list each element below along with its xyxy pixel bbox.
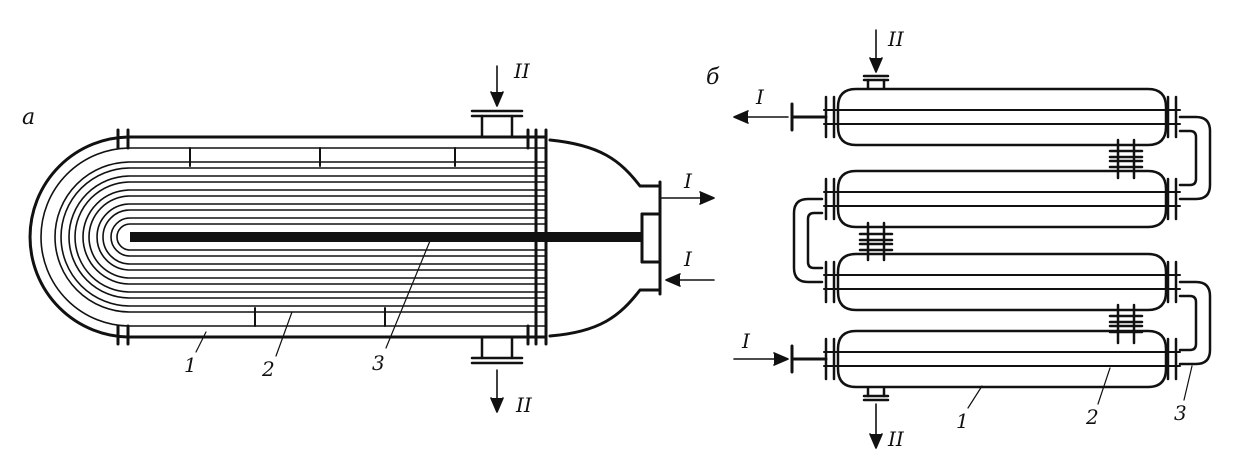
flow-b-i-in-label: I [741, 329, 751, 353]
shell-connectors [858, 138, 1144, 345]
u-tube [54, 161, 546, 313]
baffles [189, 147, 456, 327]
panel-a-letter: а [22, 105, 35, 130]
callout-leaders-b [967, 365, 1193, 409]
flow-b-ii-in-arrow [869, 29, 883, 73]
flow-b-i-in-arrow [733, 352, 789, 366]
outer-shell [836, 252, 1168, 312]
exchanger-section [823, 329, 1181, 389]
u-tube [68, 175, 546, 299]
outer-shell [836, 329, 1168, 389]
exchanger-section [823, 252, 1181, 312]
callout-a-2: 2 [261, 357, 275, 381]
callout-a-3: 3 [372, 351, 385, 375]
flow-b-ii-in-label: II [887, 27, 905, 51]
flow-b-i-out-arrow [733, 110, 789, 124]
flow-b-ii-out-label: II [887, 427, 905, 451]
u-tube-bundle [54, 161, 546, 313]
u-tube [96, 203, 546, 271]
outer-shell [836, 169, 1168, 229]
exchanger-sections [823, 87, 1181, 389]
nozzle-top [470, 109, 524, 139]
callout-b-3: 3 [1174, 401, 1187, 425]
callout-b-2: 2 [1085, 405, 1099, 429]
flow-i-out-arrow [661, 191, 715, 205]
inner-pipe-ends [790, 102, 828, 374]
callout-a-1: 1 [184, 353, 197, 377]
panel-b: б [706, 27, 1212, 451]
flow-ii-out-arrow [490, 369, 504, 413]
nozzle-bottom [470, 335, 524, 365]
flow-ii-in-arrow [490, 65, 504, 107]
u-tube [88, 195, 546, 279]
panel-b-letter: б [706, 65, 720, 90]
return-bends [792, 115, 1212, 366]
u-tube [102, 209, 546, 265]
u-tube [116, 223, 546, 251]
flow-ii-out-label: II [515, 393, 533, 417]
shell [28, 135, 547, 339]
shell-nozzle-top [862, 74, 890, 90]
flow-b-ii-out-arrow [869, 403, 883, 449]
shell-nozzle-bottom [862, 386, 890, 402]
flow-b-i-out-label: I [755, 85, 765, 109]
central-tie-rod [130, 232, 642, 242]
outer-shell [836, 87, 1168, 147]
flow-i-out-label: I [683, 169, 693, 193]
callout-b-1: 1 [956, 409, 969, 433]
flow-i-in-arrow [665, 273, 715, 287]
shell-flange-left [116, 128, 130, 346]
panel-a: а [22, 59, 715, 417]
u-tube [60, 167, 546, 307]
flow-ii-in-label: II [513, 59, 531, 83]
u-tube [110, 217, 546, 257]
exchanger-section [823, 87, 1181, 147]
u-tube [74, 181, 546, 293]
exchanger-section [823, 169, 1181, 229]
u-tube [82, 189, 546, 285]
distribution-head [548, 138, 662, 338]
callout-leaders-a [195, 235, 433, 357]
flow-i-in-label: I [683, 247, 693, 271]
